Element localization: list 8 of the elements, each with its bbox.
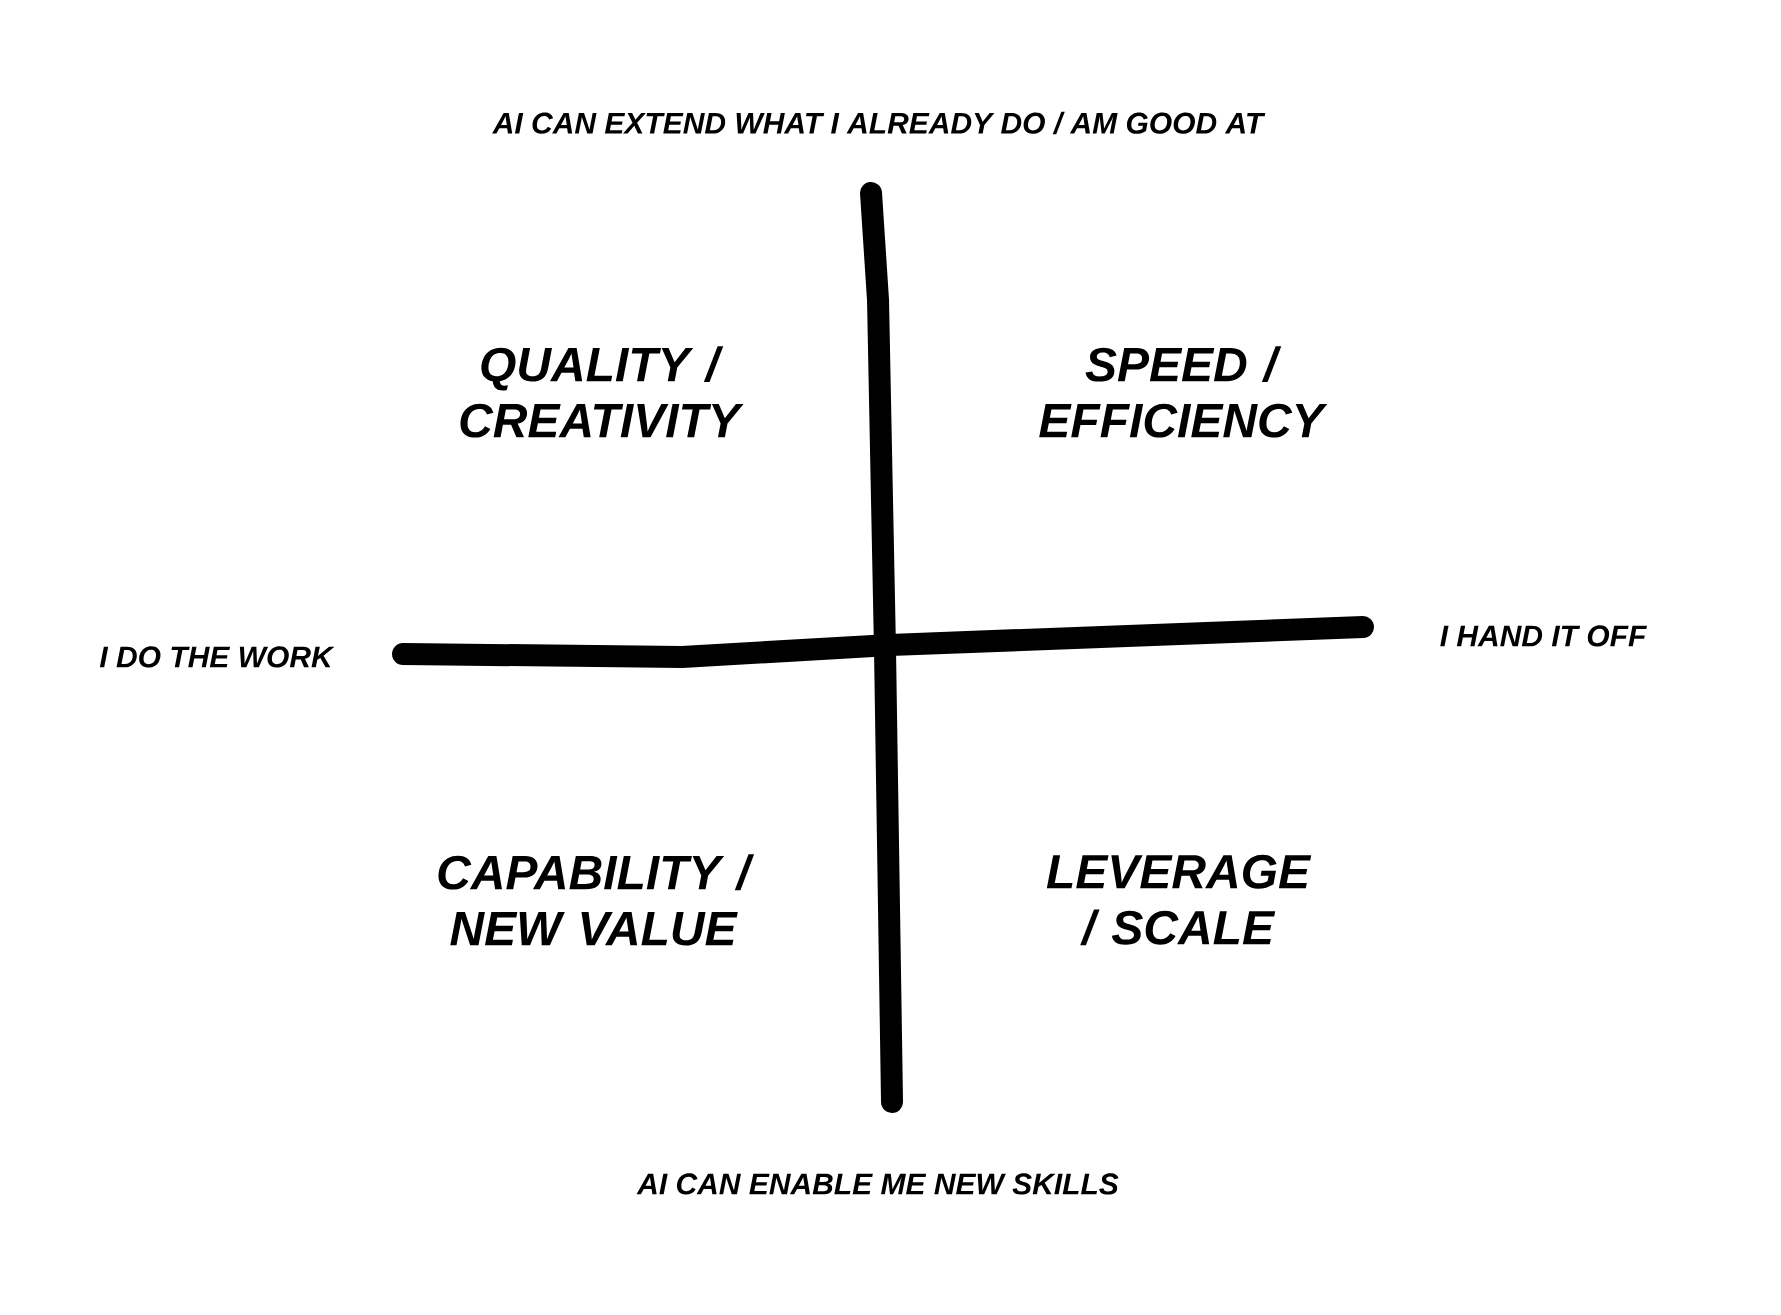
quadrant-label: LEVERAGE / SCALE — [1046, 854, 1312, 946]
quadrant-label: CAPABILITY / NEW VALUE — [438, 854, 755, 946]
axis-label: AI CAN ENABLE ME NEW SKILLS — [636, 1173, 1119, 1195]
axis-label: AI CAN EXTEND WHAT I ALREADY DO / AM GOOD AT — [492, 111, 1266, 135]
quadrant-label: QUALITY / CREATIVITY — [460, 346, 744, 438]
axis-label: I DO THE WORK — [99, 646, 335, 668]
axis-label: I HAND IT OFF — [1440, 625, 1647, 647]
quadrant-label: SPEED / EFFICIENCY — [1039, 346, 1328, 438]
